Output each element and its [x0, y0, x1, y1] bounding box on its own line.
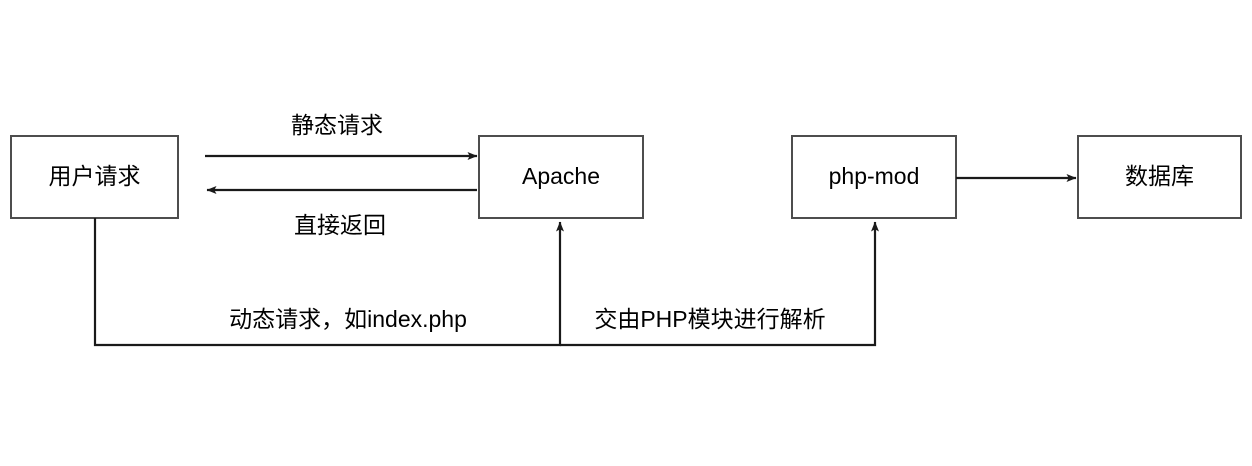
- node-database-box: [1077, 135, 1242, 219]
- edge-dynamic-request: 动态请求，如index.php: [93, 218, 564, 347]
- node-database-label: 数据库: [1125, 163, 1194, 189]
- node-apache-label: Apache: [522, 163, 600, 189]
- node-apache-box: [478, 135, 644, 219]
- edge-php-parse-arrow: [560, 221, 879, 347]
- edge-dynamic-request-label: 动态请求，如index.php: [229, 306, 467, 332]
- node-user-request-label: 用户请求: [49, 163, 141, 189]
- edge-dynamic-request-arrow: [93, 218, 564, 347]
- edge-direct-return-label: 直接返回: [294, 212, 386, 238]
- node-apache[interactable]: Apache: [478, 135, 644, 219]
- node-php-mod-box: [791, 135, 957, 219]
- node-php-mod-label: php-mod: [829, 163, 920, 189]
- edge-php-parse-label: 交由PHP模块进行解析: [594, 306, 825, 332]
- edge-php-parse: 交由PHP模块进行解析: [560, 221, 879, 347]
- node-user-request-box: [10, 135, 179, 219]
- edge-direct-return: 直接返回: [206, 186, 477, 238]
- node-database[interactable]: 数据库: [1077, 135, 1242, 219]
- node-user-request[interactable]: 用户请求: [10, 135, 179, 219]
- edge-static-request-label: 静态请求: [291, 112, 383, 138]
- node-php-mod[interactable]: php-mod: [791, 135, 957, 219]
- edge-static-request: 静态请求: [205, 112, 478, 160]
